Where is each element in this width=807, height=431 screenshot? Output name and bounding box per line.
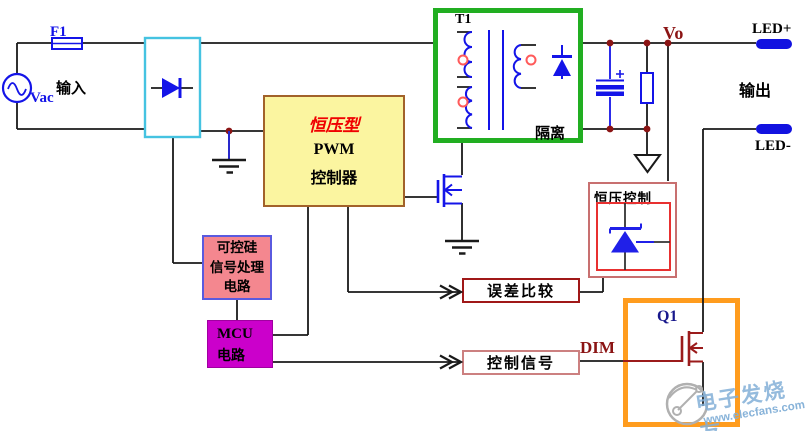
vac-label: Vac bbox=[30, 90, 54, 106]
triac-label-line2: 信号处理 bbox=[210, 259, 264, 275]
control-signal-label: 控制信号 bbox=[486, 355, 555, 372]
led-minus-label: LED- bbox=[755, 138, 791, 154]
transformer-label: T1 bbox=[455, 12, 472, 27]
isolation-label: 隔离 bbox=[535, 125, 566, 142]
fuse-label: F1 bbox=[50, 24, 67, 40]
ground-icon bbox=[212, 131, 246, 174]
mcu-circuit-label: 电路 bbox=[217, 347, 245, 363]
resistor-icon bbox=[640, 72, 654, 104]
ac-source-icon bbox=[1, 72, 33, 104]
error-compare-block: 误差比较 bbox=[462, 278, 580, 303]
vo-label: Vo bbox=[663, 23, 684, 43]
led-plus-label: LED+ bbox=[752, 21, 792, 37]
dim-label: DIM bbox=[580, 338, 615, 357]
capacitor-icon bbox=[596, 45, 624, 128]
plus-sign-icon bbox=[616, 70, 624, 78]
pwm-controller-block: 恒压型 PWM 控制器 bbox=[263, 95, 405, 207]
error-compare-label: 误差比较 bbox=[486, 283, 555, 300]
output-label: 输出 bbox=[739, 83, 772, 100]
input-label: 输入 bbox=[56, 80, 87, 97]
arrow-into-control-signal bbox=[439, 354, 464, 370]
pwm-controller-label: 控制器 bbox=[310, 170, 358, 187]
constant-voltage-control-block: 恒压控制 bbox=[588, 182, 677, 278]
mcu-label: MCU bbox=[217, 326, 253, 342]
pwm-label: PWM bbox=[313, 141, 355, 158]
led-plus-terminal bbox=[756, 39, 792, 49]
q1-dimmer-frame bbox=[623, 298, 740, 427]
triac-label-line3: 电路 bbox=[223, 279, 251, 295]
isolation-transformer-frame bbox=[433, 8, 583, 143]
down-arrow-icon bbox=[633, 154, 662, 174]
mcu-block: MCU 电路 bbox=[207, 320, 273, 368]
led-minus-terminal bbox=[756, 124, 792, 134]
q1-label: Q1 bbox=[657, 308, 678, 325]
arrow-into-error-compare bbox=[439, 284, 464, 300]
triac-label-line1: 可控硅 bbox=[216, 240, 258, 256]
triac-signal-processing-block: 可控硅 信号处理 电路 bbox=[202, 235, 272, 300]
pwm-type-label: 恒压型 bbox=[308, 116, 360, 135]
bridge-rectifier-icon bbox=[143, 36, 202, 139]
ground-icon bbox=[445, 239, 479, 255]
mosfet-icon bbox=[436, 174, 462, 207]
cv-control-label: 恒压控制 bbox=[594, 191, 652, 206]
control-signal-block: 控制信号 bbox=[462, 350, 580, 375]
